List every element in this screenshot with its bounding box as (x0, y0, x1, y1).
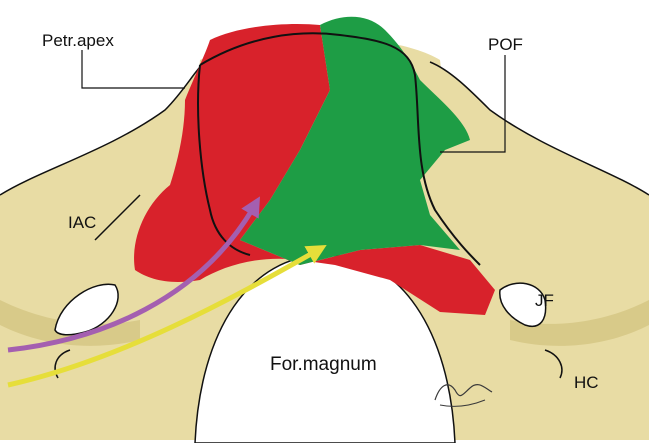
yellow-arrow (7, 245, 327, 388)
iac-notch (94, 194, 141, 241)
brainstem-outline (199, 32, 481, 266)
artist-signature (434, 384, 493, 407)
red-region (134, 23, 495, 316)
bone-outline-right (429, 61, 649, 196)
label-foramen-magnum: For.magnum (270, 354, 377, 375)
bone-shadow-right (510, 300, 649, 346)
left-hc-notch (54, 349, 71, 379)
hc-notch (544, 349, 563, 379)
pof-leader (440, 55, 506, 153)
bone-right-lobe (395, 62, 649, 440)
label-iac: IAC (68, 213, 96, 232)
label-hc: HC (574, 373, 599, 392)
green-region (240, 16, 470, 265)
label-petrous-apex: Petr.apex (42, 31, 114, 50)
left-canal-opening (54, 283, 119, 336)
bone-outline-left (0, 61, 206, 196)
label-pof: POF (488, 35, 523, 54)
purple-arrow (7, 196, 261, 353)
jugular-foramen-opening (499, 282, 547, 327)
petrous-apex-leader (81, 50, 185, 89)
label-jf: JF (535, 291, 554, 310)
brainstem-outline-left (197, 64, 251, 256)
